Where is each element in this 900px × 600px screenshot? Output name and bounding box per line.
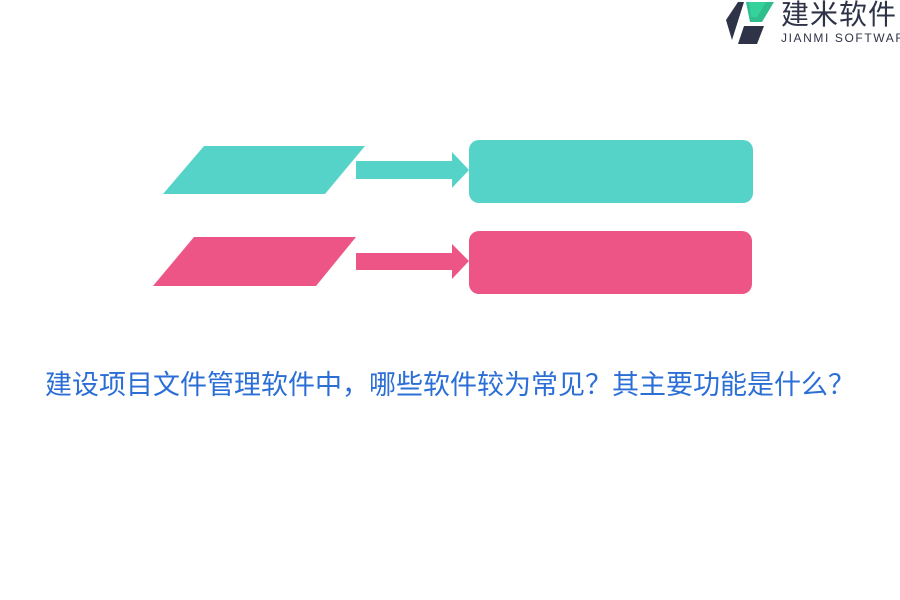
output-box-teal bbox=[469, 140, 753, 203]
jianmi-logo-icon bbox=[726, 2, 774, 44]
input-parallelogram-teal bbox=[163, 146, 365, 194]
arrow-pink bbox=[356, 244, 469, 279]
brand-name: 建米软件 bbox=[781, 0, 898, 31]
output-box-pink bbox=[469, 231, 752, 294]
arrow-teal bbox=[356, 152, 469, 188]
brand-logo: 建米软件 JIANMI SOFTWARE bbox=[724, 0, 900, 48]
input-parallelogram-pink bbox=[153, 237, 356, 286]
page-headline: 建设项目文件管理软件中，哪些软件较为常见？其主要功能是什么？ bbox=[45, 370, 855, 401]
brand-tagline: JIANMI SOFTWARE bbox=[781, 31, 900, 45]
